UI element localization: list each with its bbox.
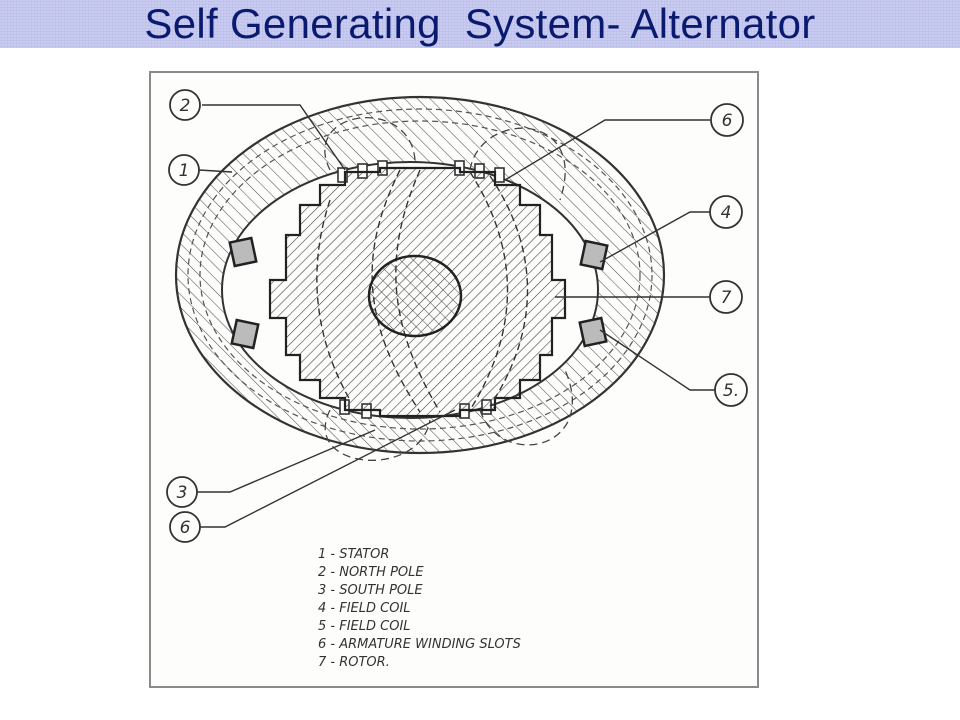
legend-item: 1 - STATOR: [318, 547, 389, 562]
legend-item: 6 - ARMATURE WINDING SLOTS: [318, 637, 521, 652]
alternator-diagram: 2 1 3 6 6 4 7 5. 1 - STATOR 2 - NORTH PO…: [149, 71, 759, 688]
callout-6-lower: 6: [169, 511, 201, 543]
flux-lines: [324, 117, 573, 461]
slide-title: Self Generating System- Alternator: [144, 0, 816, 47]
callout-4: 4: [709, 195, 743, 229]
callout-6-upper: 6: [710, 103, 744, 137]
svg-text:6: 6: [180, 518, 191, 538]
field-coil: [228, 236, 609, 350]
callout-2: 2: [169, 89, 201, 121]
callout-7: 7: [709, 280, 743, 314]
svg-text:7: 7: [721, 288, 732, 308]
svg-text:2: 2: [180, 96, 191, 116]
legend-item: 5 - FIELD COIL: [318, 619, 411, 634]
leader-lines: [195, 104, 715, 528]
svg-text:5.: 5.: [723, 381, 739, 401]
svg-text:1: 1: [179, 161, 190, 181]
svg-text:4: 4: [721, 203, 732, 223]
svg-text:6: 6: [722, 111, 733, 131]
title-bar: [0, 0, 960, 48]
svg-text:3: 3: [177, 483, 188, 503]
legend-item: 3 - SOUTH POLE: [318, 583, 423, 598]
callout-5: 5.: [714, 373, 748, 407]
legend-item: 7 - ROTOR.: [318, 655, 390, 670]
rotor: [268, 166, 567, 418]
legend-item: 4 - FIELD COIL: [318, 601, 411, 616]
legend-item: 2 - NORTH POLE: [318, 565, 424, 580]
callout-1: 1: [168, 154, 200, 186]
callout-3: 3: [166, 476, 198, 508]
legend: 1 - STATOR 2 - NORTH POLE 3 - SOUTH POLE…: [318, 547, 521, 670]
